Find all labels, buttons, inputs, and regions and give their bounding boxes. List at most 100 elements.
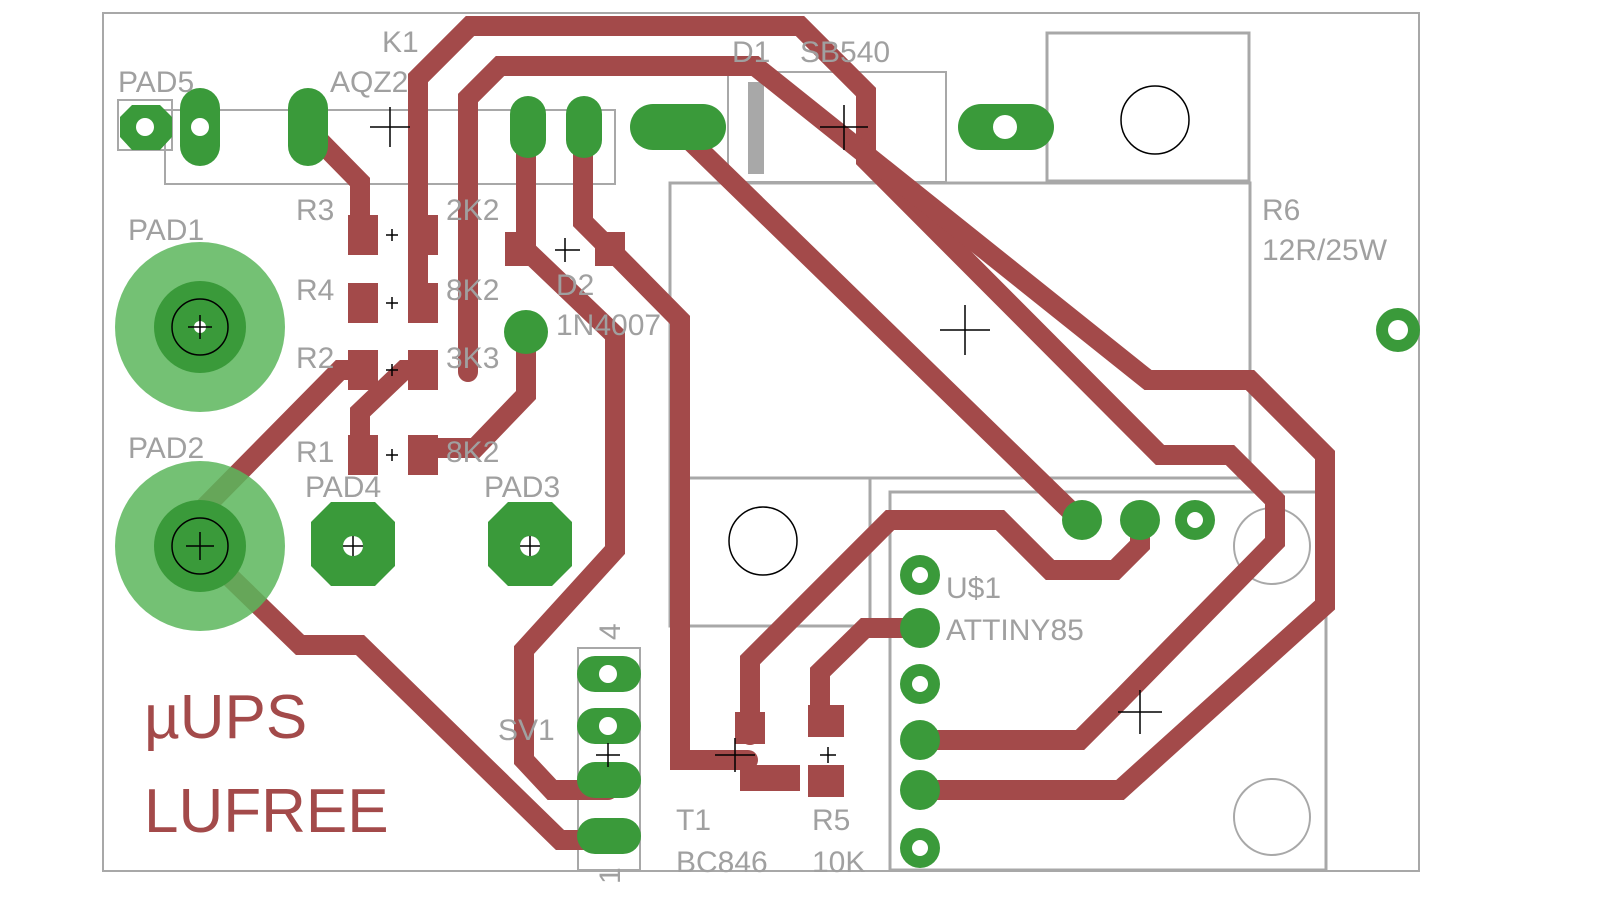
d2-pad-b: [595, 232, 625, 266]
sv1-outline: [577, 647, 641, 871]
pad5-drill: [136, 118, 154, 136]
label-sv1-pin1: 1: [594, 867, 627, 884]
label-pad1: PAD1: [128, 214, 204, 247]
us1-pin-5: [900, 770, 940, 810]
label-sv1-pin4: 4: [594, 623, 627, 640]
cross-r5: [820, 747, 836, 763]
k1-pad-2: [510, 96, 546, 158]
diode-d1-band: [748, 82, 764, 174]
r6-pad-drill: [1388, 320, 1408, 340]
label-r4: R4: [296, 274, 334, 307]
d1-pad-a: [630, 104, 726, 150]
label-r3-value: 2K2: [446, 194, 499, 227]
us1-top-pin-3-drill: [1187, 512, 1203, 528]
label-r2: R2: [296, 342, 334, 375]
cross-pad1: [188, 315, 212, 339]
t1-pad-a: [735, 712, 765, 744]
r1-pad-a: [348, 435, 378, 475]
us1-top-pin-2: [1120, 500, 1160, 540]
label-pad4: PAD4: [305, 471, 381, 504]
cross-d1: [820, 105, 868, 150]
us1-pin-4: [900, 720, 940, 760]
t1-pad-b: [740, 765, 800, 791]
cross-pad2: [186, 532, 214, 560]
cross-r2: [386, 364, 398, 376]
cross-r1: [386, 449, 398, 461]
r4-pad-b: [408, 283, 438, 323]
trace-g: [190, 360, 618, 850]
label-aqz2: AQZ2: [330, 66, 408, 99]
label-r1-value: 8K2: [446, 436, 499, 469]
label-r4-value: 8K2: [446, 274, 499, 307]
label-r6: R6: [1262, 194, 1300, 227]
label-r1: R1: [296, 436, 334, 469]
k1-pad-3: [566, 96, 602, 158]
label-r3: R3: [296, 194, 334, 227]
cross-t1: [715, 738, 755, 772]
r3-pad-a: [348, 215, 378, 255]
d1-pad-b-drill: [993, 115, 1017, 139]
board-outline: [102, 12, 1420, 872]
label-sb540: SB540: [800, 36, 890, 69]
sv1-pin-1: [577, 818, 641, 854]
label-t1: T1: [676, 804, 711, 837]
cross-sv1: [596, 743, 620, 767]
label-pad5: PAD5: [118, 66, 194, 99]
mount-hole-bl: [728, 506, 798, 576]
r4-pad-a: [348, 283, 378, 323]
origin-markers: [186, 105, 1162, 772]
sv1-pin-3-drill: [599, 717, 617, 735]
r5-pad-b: [808, 765, 844, 797]
label-us1: U$1: [946, 572, 1001, 605]
cross-r3: [386, 229, 398, 241]
label-pad2: PAD2: [128, 432, 204, 465]
cross-r4: [386, 297, 398, 309]
label-r5: R5: [812, 804, 850, 837]
pad1-hole: [171, 298, 229, 356]
label-d2: D2: [556, 269, 594, 302]
mount-hole-us1-bottom: [1233, 778, 1311, 856]
module-us1-outline: [888, 490, 1328, 872]
branding: µUPS LUFREE: [144, 683, 389, 846]
trace-e: [573, 116, 758, 770]
d2-pad-a: [505, 232, 535, 266]
us1-pin-3-drill: [912, 676, 928, 692]
label-d1: D1: [732, 36, 770, 69]
d2-th-pad: [504, 310, 548, 354]
smd-pad-layer: [348, 215, 844, 797]
mount-hole-tr: [1120, 85, 1190, 155]
cross-pad3: [520, 536, 540, 556]
us1-top-pin-1: [1062, 500, 1102, 540]
sv1-pin-4-drill: [599, 665, 617, 683]
trace-h: [418, 322, 536, 458]
label-r5-value: 10K: [812, 846, 865, 879]
trace-l: [910, 690, 1130, 750]
r3-pad-b: [408, 215, 438, 255]
r1-pad-b: [408, 435, 438, 475]
pad2-hole: [171, 517, 229, 575]
silkscreen-layer: [117, 31, 1328, 872]
trace-b: [458, 56, 1335, 800]
pad5-oval-drill: [191, 118, 209, 136]
brand-line-2: LUFREE: [144, 777, 389, 846]
trace-layer: [190, 16, 1335, 850]
bracket-top-right: [1045, 31, 1251, 183]
label-pad3: PAD3: [484, 471, 560, 504]
r5-pad-a: [808, 705, 844, 737]
label-t1-value: BC846: [676, 846, 768, 879]
cross-d2: [555, 238, 580, 262]
sv1-pin-2: [577, 762, 641, 798]
cross-us1: [1118, 690, 1162, 734]
us1-pin-6-drill: [912, 840, 928, 856]
r2-pad-a: [348, 350, 378, 390]
label-sv1: SV1: [498, 714, 555, 747]
us1-pin-2: [900, 608, 940, 648]
trace-k: [810, 618, 930, 730]
r2-pad-b: [408, 350, 438, 390]
label-d2-value: 1N4007: [556, 309, 661, 342]
cross-pad4: [343, 536, 363, 556]
cross-r6: [940, 305, 990, 355]
label-us1-value: ATTINY85: [946, 614, 1084, 647]
label-layer: K1 AQZ2 PAD5 D1 SB540 PAD1 PAD2 PAD4 PAD…: [118, 26, 1388, 884]
